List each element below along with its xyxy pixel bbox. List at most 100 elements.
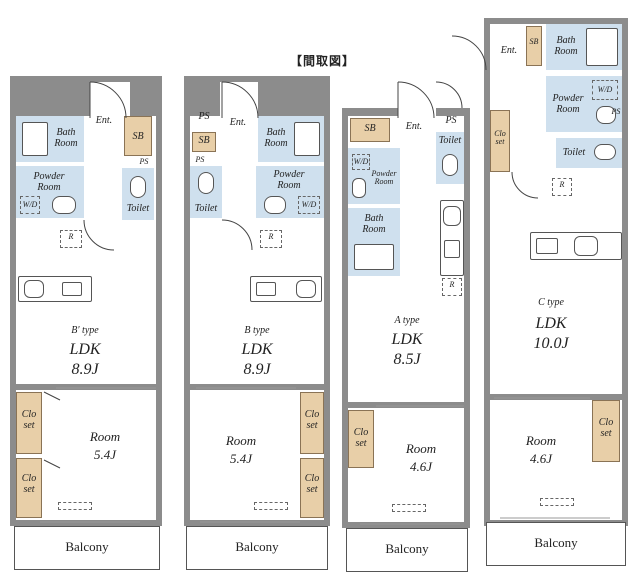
room-label: Room (525, 433, 557, 448)
closet-1 (16, 392, 42, 454)
ps-label-2: PS (195, 155, 205, 164)
r-label: R (68, 232, 74, 241)
stove (24, 280, 44, 298)
powder-room-label: Powder Room (33, 171, 65, 193)
wd-label: W/D (22, 200, 38, 209)
room-door-swing-1 (43, 391, 61, 401)
ps-label: PS (198, 111, 210, 122)
entrance-label: Ent. (95, 115, 113, 126)
wd-label: W/D (301, 200, 317, 209)
kitchen-sink (256, 282, 276, 296)
room-size: 4.6J (409, 459, 433, 474)
sb-label: SB (529, 37, 539, 46)
r-label: R (268, 232, 274, 241)
ldk-size: 8.9J (243, 361, 271, 378)
wd-label: W/D (597, 85, 613, 94)
type-label: B' type (71, 325, 99, 336)
page-title: 【間取図】 (290, 54, 356, 68)
wd-label: W/D (353, 157, 369, 166)
refrigerator-space (260, 230, 282, 248)
sb-label: SB (132, 131, 144, 142)
stove (574, 236, 598, 256)
entrance-door-swing (221, 81, 259, 119)
ldk-label: LDK (535, 315, 567, 332)
refrigerator-space (60, 230, 82, 248)
ac-unit (58, 502, 92, 510)
ldk-size: 8.5J (393, 351, 421, 368)
toilet-bowl (442, 154, 458, 176)
ps-label: PS (611, 107, 621, 116)
sb-label: SB (364, 123, 376, 134)
ldk-door-swing (83, 219, 115, 251)
entrance-label: Ent. (229, 117, 247, 128)
balcony (346, 528, 468, 572)
room-door-swing-2 (43, 459, 61, 469)
closet-2-label: Clo set (304, 473, 320, 495)
ldk-size: 8.9J (71, 361, 99, 378)
wash-basin (264, 196, 286, 214)
toilet-label: Toilet (438, 135, 462, 146)
closet-2 (300, 458, 324, 518)
closet-1-label: Clo set (21, 409, 37, 431)
closet-1-label: Clo set (494, 129, 506, 147)
stove (296, 280, 316, 298)
shoe-box (350, 118, 390, 142)
closet-2-label: Clo set (598, 417, 614, 439)
closet-1-label: Clo set (353, 427, 369, 449)
bathtub (354, 244, 394, 270)
bathtub (294, 122, 320, 156)
kitchen-sink (444, 240, 460, 258)
sb-label: SB (198, 135, 210, 146)
balcony-label: Balcony (534, 535, 578, 550)
room-label: Room (405, 441, 437, 456)
bath-room-label: Bath Room (362, 213, 386, 235)
powder-room-label: Powder Room (552, 93, 584, 115)
ldk-door-swing (221, 219, 253, 251)
r-label: R (559, 180, 565, 189)
kitchen-sink (62, 282, 82, 296)
bath-room-label: Bath Room (554, 35, 578, 57)
ps-label: PS (445, 115, 457, 126)
bathtub (586, 28, 618, 66)
balcony (486, 522, 626, 566)
toilet-bowl (130, 176, 146, 198)
balcony-label: Balcony (385, 541, 429, 556)
room-label: Room (89, 429, 121, 444)
entrance-door-swing (397, 81, 435, 119)
washer-space (352, 154, 370, 170)
balcony (186, 526, 328, 570)
powder-room-label: Powder Room (371, 169, 397, 187)
type-label: C type (538, 297, 564, 308)
r-label: R (449, 280, 455, 289)
entrance-label: Ent. (405, 121, 423, 132)
powder-room-label: Powder Room (273, 169, 305, 191)
balcony-label: Balcony (235, 539, 279, 554)
closet-2 (16, 458, 42, 518)
closet-1-label: Clo set (304, 409, 320, 431)
washer-space (20, 196, 40, 214)
bath-room-label: Bath Room (54, 127, 78, 149)
closet-1 (348, 410, 374, 468)
washer-space (298, 196, 320, 214)
closet-2-label: Clo set (21, 473, 37, 495)
shoe-box (124, 116, 152, 156)
ac-unit (392, 504, 426, 512)
refrigerator-space (442, 278, 462, 296)
room-size: 5.4J (229, 451, 253, 466)
type-label: A type (394, 315, 420, 326)
ps-door-swing (435, 81, 463, 109)
wash-basin (352, 178, 366, 198)
toilet-label: Toilet (562, 147, 586, 158)
kitchen-sink (536, 238, 558, 254)
toilet-label: Toilet (194, 203, 218, 214)
washer-space (592, 80, 618, 100)
entrance-label: Ent. (500, 45, 518, 56)
shoe-box (192, 132, 216, 152)
closet-1 (300, 392, 324, 454)
inner-door-swing (511, 171, 539, 199)
balcony-label: Balcony (65, 539, 109, 554)
ldk-label: LDK (391, 331, 423, 348)
bathtub (22, 122, 48, 156)
closet-2 (592, 400, 620, 462)
